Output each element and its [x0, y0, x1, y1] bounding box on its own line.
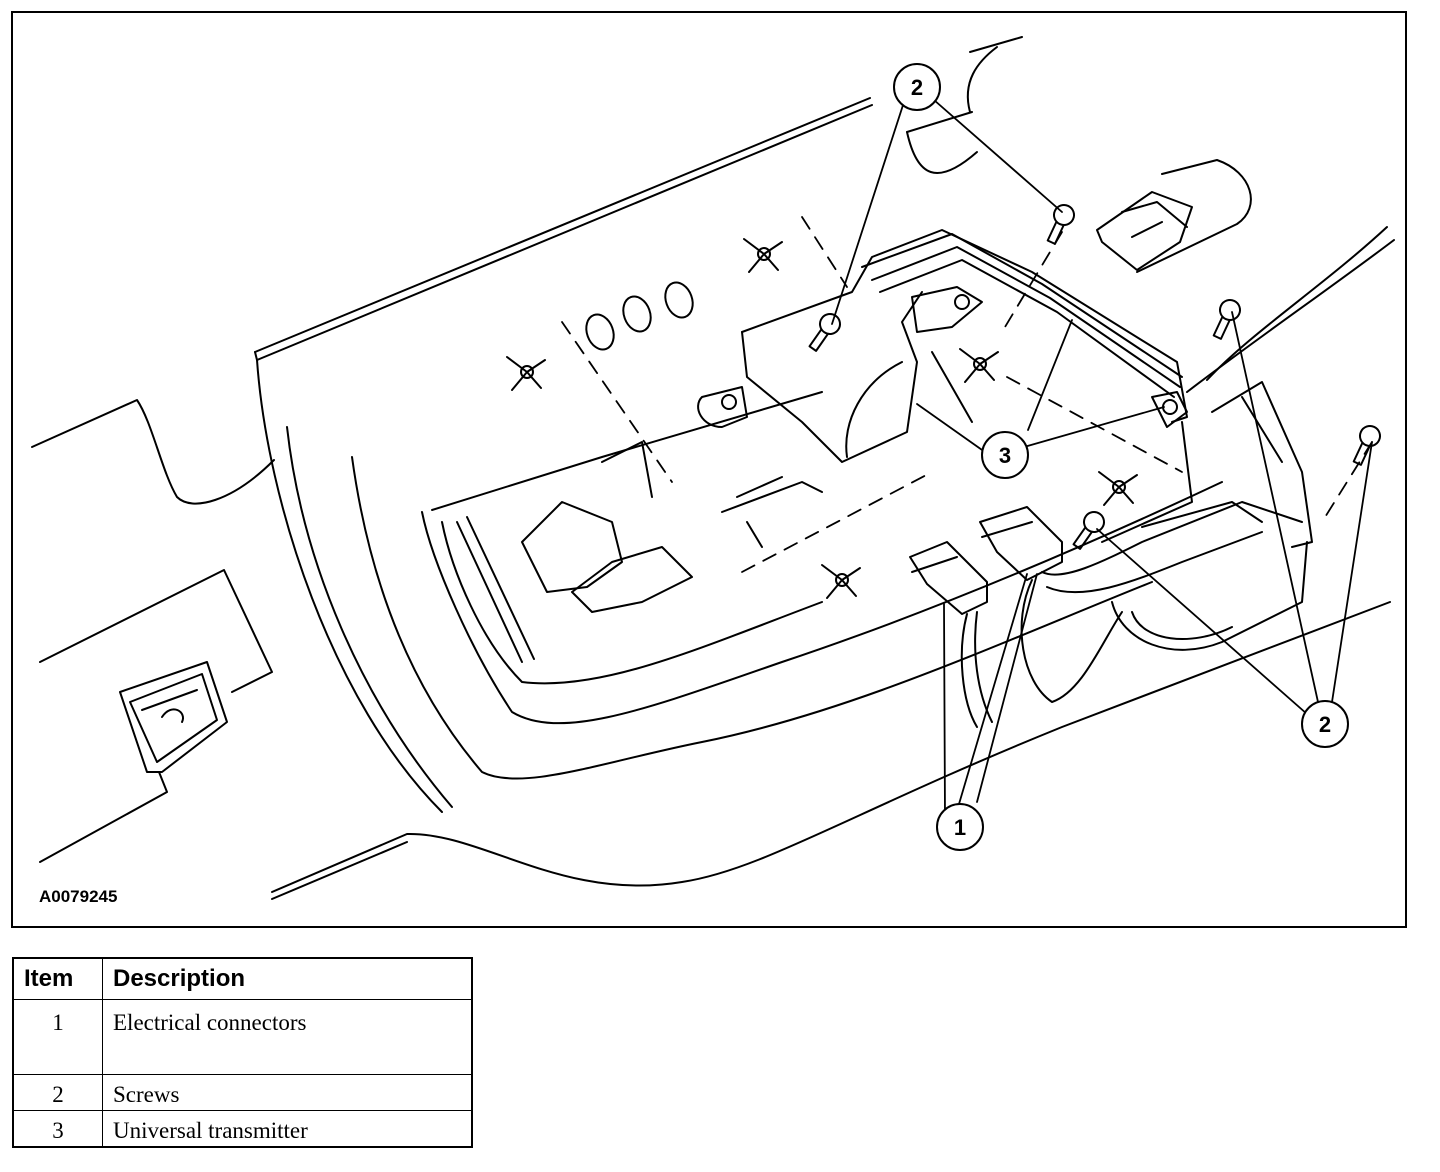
- legend-row: 1 Electrical connectors: [12, 999, 473, 1075]
- exploded-view-illustration: 2 3 2 1: [31, 36, 1395, 900]
- legend-table: Item Description 1 Electrical connectors…: [12, 957, 473, 1148]
- svg-text:1: 1: [954, 815, 966, 840]
- illustration-frame: 2 3 2 1 A0079245: [11, 11, 1407, 928]
- figure-id: A0079245: [39, 887, 118, 906]
- legend-item-description: Electrical connectors: [102, 999, 473, 1075]
- lamp-lenses: [585, 281, 694, 351]
- svg-text:2: 2: [911, 75, 923, 100]
- legend-item-number: 3: [12, 1110, 103, 1148]
- screws: [808, 204, 1381, 550]
- callout-2-top: 2: [893, 63, 941, 111]
- callout-bubbles: 2 3 2 1: [893, 63, 1349, 851]
- detail-inset-left: [39, 569, 273, 863]
- legend-header-description: Description: [102, 957, 473, 1000]
- callout-leaders: [831, 99, 1373, 819]
- legend-header-item: Item: [12, 957, 103, 1000]
- callout-3: 3: [981, 431, 1029, 479]
- legend-item-number: 1: [12, 999, 103, 1075]
- console-recess: [351, 391, 1223, 780]
- legend-row: 3 Universal transmitter: [12, 1110, 473, 1148]
- svg-text:3: 3: [999, 443, 1011, 468]
- legend-row: 2 Screws: [12, 1074, 473, 1111]
- universal-transmitter: [697, 229, 1193, 543]
- electrical-connectors: [909, 381, 1313, 728]
- legend-item-number: 2: [12, 1074, 103, 1111]
- detail-inset-right: [1096, 191, 1193, 271]
- legend-item-description: Screws: [102, 1074, 473, 1111]
- callout-1: 1: [936, 803, 984, 851]
- roof-panel-outline: [31, 36, 1395, 900]
- legend-item-description: Universal transmitter: [102, 1110, 473, 1148]
- svg-text:2: 2: [1319, 712, 1331, 737]
- alignment-lines: [561, 216, 1373, 573]
- callout-2-bottom: 2: [1301, 700, 1349, 748]
- retaining-clips: [506, 238, 1138, 599]
- legend-header-row: Item Description: [12, 957, 473, 1000]
